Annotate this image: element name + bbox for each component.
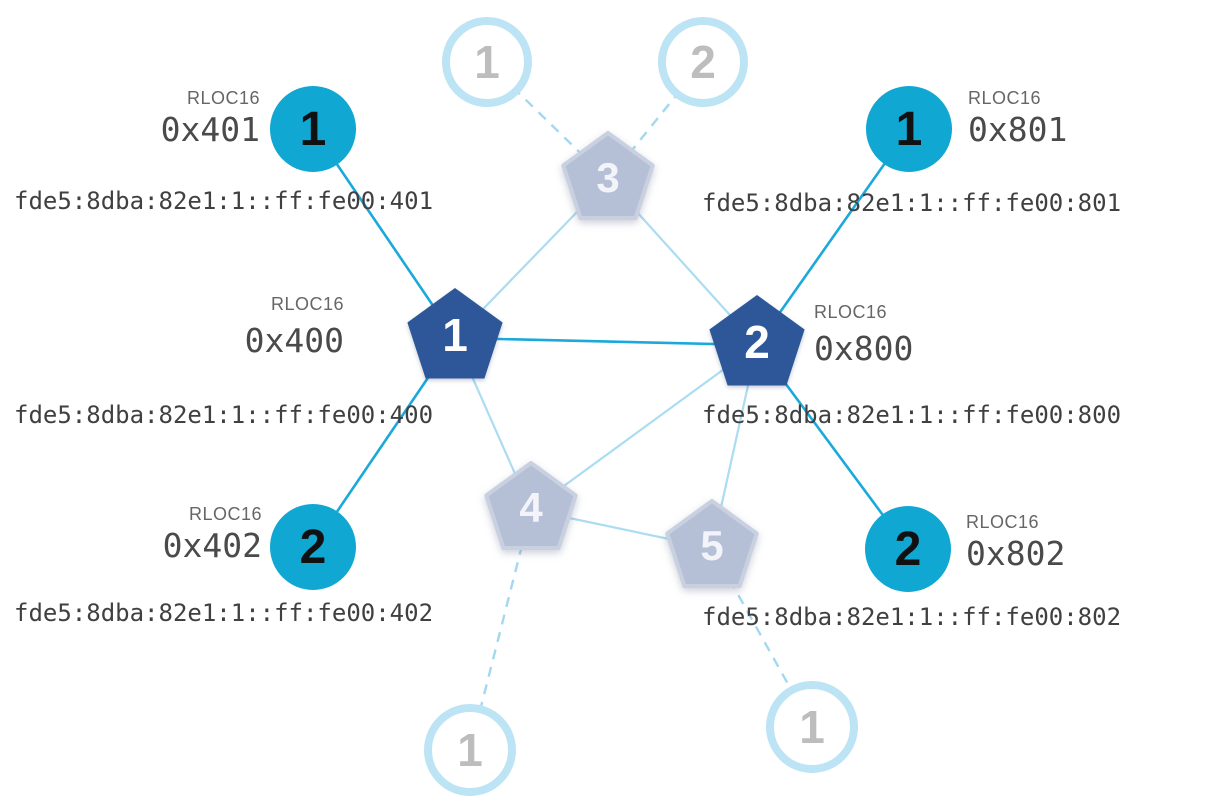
address-child-802: fde5:8dba:82e1:1::ff:fe00:802 (702, 603, 1122, 631)
link-router-2-child-801 (755, 128, 911, 346)
node-router-2[interactable]: 2 (707, 295, 807, 395)
node-child-801[interactable]: 1 (866, 86, 952, 172)
address-child-801: fde5:8dba:82e1:1::ff:fe00:801 (702, 189, 1122, 217)
info-child-801-label: RLOC16 (968, 88, 1042, 108)
node-number-faded-child-top-1: 1 (474, 36, 500, 88)
node-router-3[interactable]: 3 (561, 131, 655, 227)
node-child-401[interactable]: 1 (270, 86, 356, 172)
node-number-child-402: 2 (299, 520, 327, 574)
circle-shape (865, 506, 951, 592)
info-child-401-label: RLOC16 (186, 88, 260, 108)
node-number-faded-child-top-2: 2 (690, 36, 716, 88)
circle-shape (442, 17, 532, 107)
pentagon-shape (665, 499, 759, 588)
node-number-router-2: 2 (744, 316, 770, 369)
address-router-1: fde5:8dba:82e1:1::ff:fe00:400 (14, 401, 434, 429)
pentagon-shape (484, 461, 578, 550)
node-number-router-3: 3 (596, 153, 620, 201)
node-faded-child-bottom-1[interactable]: 1 (424, 704, 516, 796)
info-router-1-value: 0x400 (244, 321, 344, 360)
node-router-5[interactable]: 5 (665, 499, 759, 595)
info-router-2: RLOC16 0x800 (814, 302, 913, 367)
node-number-router-4: 4 (519, 483, 543, 531)
circle-shape (766, 681, 858, 773)
pentagon-shape (561, 131, 655, 220)
circle-shape (424, 704, 516, 796)
node-faded-child-bottom-2[interactable]: 1 (766, 681, 858, 773)
node-child-402[interactable]: 2 (270, 504, 356, 590)
info-child-402-label: RLOC16 (188, 504, 262, 524)
address-child-401: fde5:8dba:82e1:1::ff:fe00:401 (14, 187, 434, 215)
node-faded-child-top-2[interactable]: 2 (658, 17, 748, 107)
circle-shape (658, 17, 748, 107)
info-router-1-label: RLOC16 (270, 294, 344, 314)
node-number-child-801: 1 (895, 102, 923, 156)
node-number-child-401: 1 (299, 102, 327, 156)
node-router-1[interactable]: 1 (405, 288, 505, 388)
node-number-router-1: 1 (442, 309, 468, 362)
address-router-2: fde5:8dba:82e1:1::ff:fe00:800 (702, 401, 1122, 429)
pentagon-shape (709, 295, 805, 386)
node-number-faded-child-bottom-2: 1 (799, 701, 825, 753)
info-router-2-value: 0x800 (814, 329, 914, 368)
node-child-802[interactable]: 2 (865, 506, 951, 592)
circle-shape (866, 86, 952, 172)
node-number-child-802: 2 (894, 522, 922, 576)
pentagon-shape (407, 288, 503, 379)
circle-shape (270, 504, 356, 590)
info-child-402-value: 0x402 (162, 526, 262, 565)
node-router-4[interactable]: 4 (484, 461, 578, 557)
node-number-faded-child-bottom-1: 1 (457, 724, 483, 776)
link-router-1-router-2 (454, 336, 758, 347)
info-child-802-value: 0x802 (966, 534, 1066, 573)
address-child-402: fde5:8dba:82e1:1::ff:fe00:402 (14, 599, 434, 627)
node-faded-child-top-1[interactable]: 1 (442, 17, 532, 107)
info-child-801-value: 0x801 (968, 110, 1068, 149)
info-router-2-label: RLOC16 (814, 302, 888, 322)
node-number-router-5: 5 (700, 521, 724, 569)
circle-shape (270, 86, 356, 172)
info-router-1: RLOC16 0x400 (245, 294, 344, 359)
info-child-802-label: RLOC16 (966, 512, 1040, 532)
link-router-2-router-4 (530, 344, 758, 511)
info-child-401-value: 0x401 (160, 110, 260, 149)
